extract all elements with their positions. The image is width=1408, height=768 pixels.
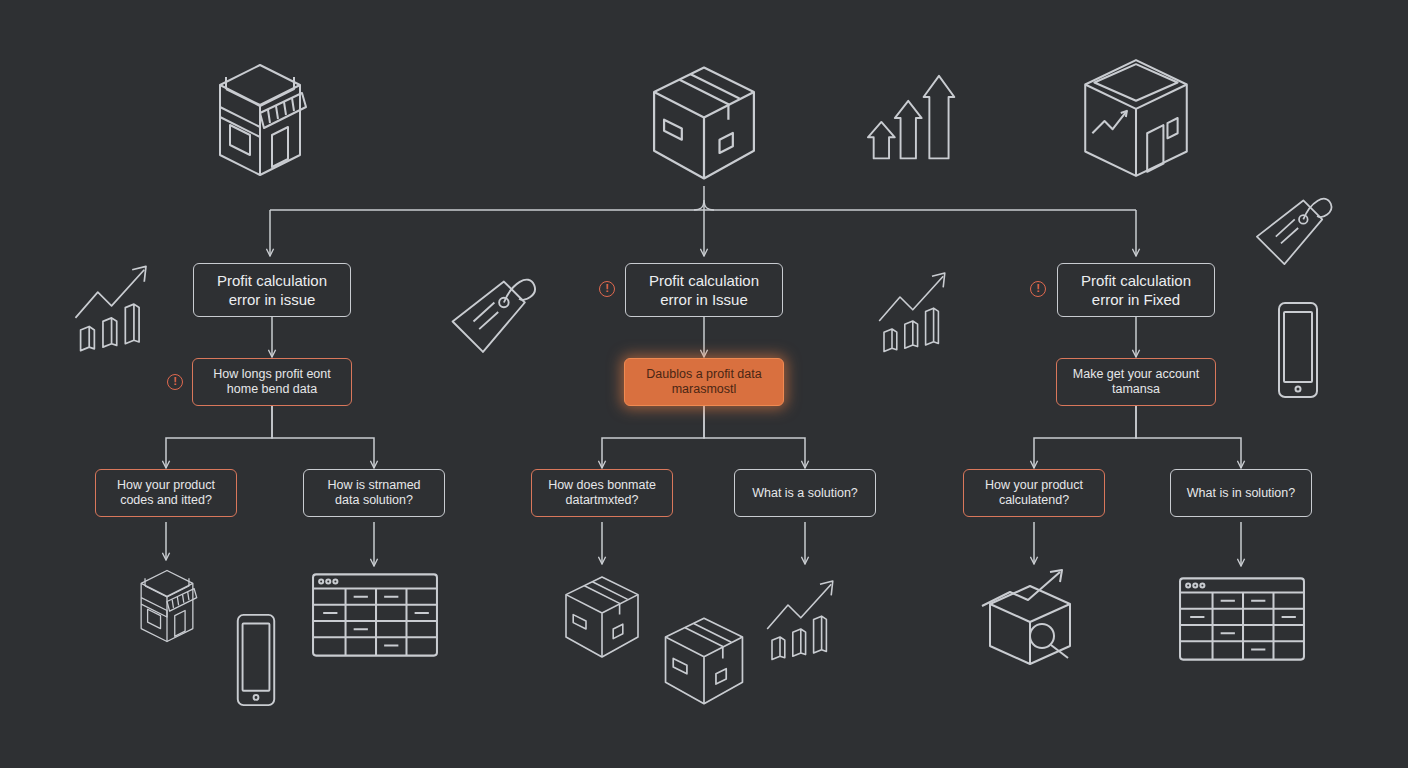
box-label: How your product calculatend? — [974, 478, 1094, 508]
process-box: Profit calculation error in Fixed — [1057, 263, 1215, 317]
box-label: How your product codes and itted? — [106, 478, 226, 508]
box-label: What is a solution? — [752, 486, 858, 501]
connector — [1135, 317, 1137, 357]
magnifier-box-icon — [982, 570, 1070, 664]
box-label: How does bonmate datartmxted? — [542, 478, 662, 508]
store-icon — [141, 570, 197, 641]
box-icon — [654, 68, 754, 179]
process-box: Profit calculation error in issue — [193, 263, 351, 317]
warning-mark: ! — [167, 374, 183, 390]
warning-mark: ! — [1030, 281, 1046, 297]
connector — [704, 406, 805, 468]
leader-arrow — [1033, 522, 1035, 564]
leader-arrow — [601, 522, 603, 564]
box-label: How is strnamed data solution? — [314, 478, 434, 508]
answer-box: What is in solution? — [1170, 469, 1312, 517]
box-label: Profit calculation error in issue — [206, 271, 338, 309]
connector — [272, 406, 374, 468]
question-box: Make get your account tamansa — [1056, 358, 1216, 406]
answer-box: How is strnamed data solution? — [303, 469, 445, 517]
leader-arrow — [373, 522, 375, 566]
box-label: Make get your account tamansa — [1067, 367, 1205, 397]
price-tag-icon — [453, 280, 535, 352]
branch-line — [694, 200, 714, 210]
table-icon — [313, 574, 437, 655]
connector — [271, 317, 273, 357]
trend-icon — [879, 273, 945, 351]
process-box: Profit calculation error in Issue — [625, 263, 783, 317]
branch-arrow — [269, 210, 271, 256]
chart-box-icon — [1085, 60, 1187, 176]
connector — [1034, 406, 1136, 468]
branch-arrow — [1135, 210, 1137, 256]
trend-icon — [75, 266, 146, 350]
leader-arrow — [165, 522, 167, 560]
phone-icon — [238, 615, 274, 705]
price-tag-icon — [1257, 199, 1332, 264]
connector — [703, 317, 705, 357]
leader-arrow — [804, 522, 806, 564]
question-box: How your product codes and itted? — [95, 469, 237, 517]
connector — [166, 406, 272, 468]
box-icon — [566, 577, 638, 657]
tree-lines — [166, 186, 1241, 566]
branch-arrow — [703, 210, 705, 256]
box-label: Daublos a profit data marasmostl — [635, 367, 773, 397]
question-box: How does bonmate datartmxted? — [531, 469, 673, 517]
box-label: Profit calculation error in Issue — [638, 271, 770, 309]
box-label: Profit calculation error in Fixed — [1070, 271, 1202, 309]
store-icon — [220, 65, 306, 175]
answer-box: What is a solution? — [734, 469, 876, 517]
growth-arrows-icon — [868, 76, 954, 159]
box-label: What is in solution? — [1187, 486, 1295, 501]
highlight-box: Daublos a profit data marasmostl — [624, 358, 784, 406]
question-box: How your product calculatend? — [963, 469, 1105, 517]
branch-line — [270, 186, 1136, 210]
connector — [1136, 406, 1241, 468]
question-box: How longs profit eont home bend data — [192, 358, 352, 406]
table-icon — [1180, 578, 1304, 659]
box-label: How longs profit eont home bend data — [203, 367, 341, 397]
warning-mark: ! — [599, 281, 615, 297]
phone-icon — [1279, 303, 1317, 397]
trend-icon — [767, 581, 833, 659]
leader-arrow — [1240, 522, 1242, 566]
connector — [602, 406, 704, 468]
box-icon — [666, 618, 743, 703]
icon-group — [75, 60, 1331, 705]
